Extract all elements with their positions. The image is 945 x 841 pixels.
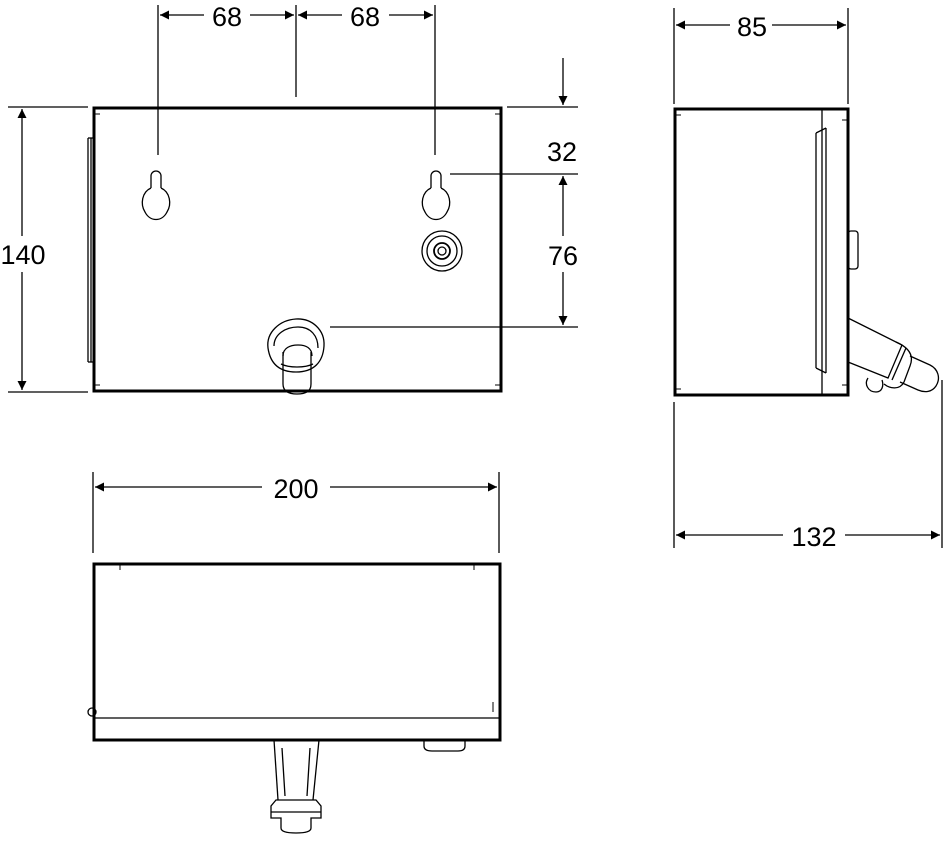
dim-hole-offset-top: 32 (547, 137, 577, 167)
lock-icon (421, 230, 463, 272)
pump-nozzle-side (847, 317, 940, 393)
bottom-view (87, 562, 502, 834)
dim-depth: 85 (737, 12, 767, 42)
front-view (87, 106, 503, 395)
dim-hole-to-outlet: 76 (548, 241, 578, 271)
dim-depth-with-outlet: 132 (791, 522, 836, 552)
pump-nozzle-bottom (270, 739, 322, 834)
dim-height: 140 (0, 240, 45, 270)
front-dimensions: 68 68 140 32 76 (0, 2, 578, 393)
dim-hole-spacing-right: 68 (350, 2, 380, 32)
pump-nozzle-front (267, 318, 325, 395)
dim-hole-spacing-left: 68 (212, 2, 242, 32)
dim-width: 200 (273, 474, 318, 504)
keyhole-right (421, 170, 451, 221)
side-view (673, 107, 940, 397)
keyhole-left (141, 170, 171, 221)
side-dimensions: 85 132 (673, 8, 943, 552)
width-dimension: 200 (92, 472, 500, 553)
